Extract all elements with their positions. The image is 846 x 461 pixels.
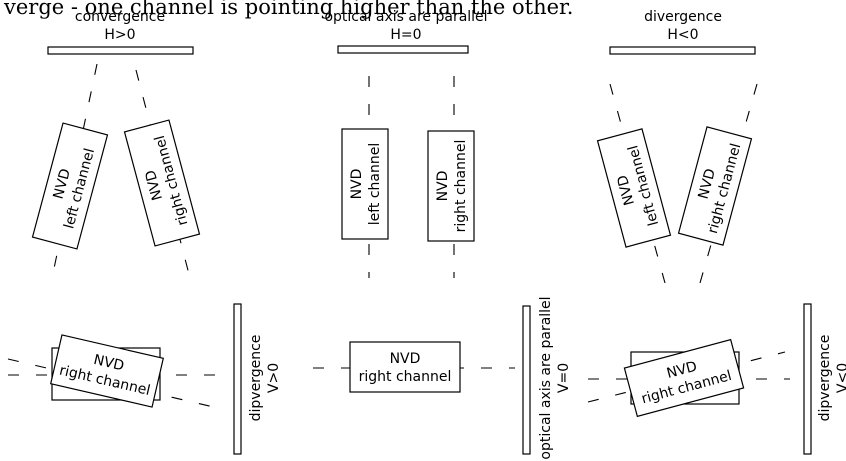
panel-title: optical axis are parallel [324,9,487,25]
svg-text:optical axis are parallel: optical axis are parallel [538,296,554,459]
svg-text:dipvergence: dipvergence [248,335,264,422]
screen-bar [47,46,194,55]
nvd-left-channel: NVD left channel [31,122,109,250]
optical-axis-right [699,83,758,284]
panel-dipvergence-positive: NVD right channel dipvergence V>0 [7,303,282,455]
svg-text:NVD: NVD [143,168,166,202]
optical-axis-tilted [587,351,786,403]
side-label: dipvergence V<0 [817,335,846,422]
svg-text:left channel: left channel [367,143,383,226]
svg-text:NVD: NVD [435,171,451,202]
screen-bar [609,46,756,55]
nvd-right-channel: NVD right channel [123,119,201,247]
svg-text:V=0: V=0 [556,363,572,393]
optical-axis-tilted [7,358,219,409]
panel-subtitle: H=0 [390,27,421,43]
screen-bar-vertical [233,303,242,455]
panel-convergence: convergence H>0 NVD left channel NVD rig… [31,9,201,279]
panel-vertical-parallel: NVD right channel optical axis are paral… [313,296,572,460]
svg-text:NVD: NVD [390,351,421,367]
panel-divergence: divergence H<0 NVD left channel NVD righ… [596,9,758,284]
panel-subtitle: H>0 [104,27,135,43]
svg-text:NVD: NVD [696,167,719,201]
panel-title: divergence [644,9,722,25]
optical-axis-right [135,69,191,279]
svg-text:NVD: NVD [349,169,365,200]
svg-text:dipvergence: dipvergence [817,335,833,422]
side-label: optical axis are parallel V=0 [538,296,572,459]
panel-title: convergence [75,9,165,25]
screen-bar [337,45,469,54]
svg-text:V>0: V>0 [266,363,282,393]
nvd-right-channel: NVD right channel [427,130,475,242]
nvd-right-channel: NVD right channel [349,341,461,393]
nvd-left-channel: NVD left channel [596,128,672,248]
screen-bar-vertical [522,305,531,455]
svg-text:right channel: right channel [359,369,452,385]
svg-text:NVD: NVD [51,167,74,201]
svg-text:right channel: right channel [453,140,469,233]
nvd-right-channel: NVD right channel [49,334,165,408]
optical-axis-left [51,63,98,279]
svg-text:NVD: NVD [615,173,638,207]
side-label: dipvergence V>0 [248,335,282,422]
nvd-right-channel: NVD right channel [677,126,753,246]
svg-text:NVD: NVD [92,352,126,375]
nvd-right-channel: NVD right channel [623,338,745,418]
nvd-left-channel: NVD left channel [341,128,389,240]
svg-text:V<0: V<0 [835,363,846,393]
panel-subtitle: H<0 [667,27,698,43]
header-text: verge - one channel is pointing higher t… [3,0,573,19]
screen-bar-vertical [803,303,812,455]
optical-axis-left [609,83,666,284]
svg-text:NVD: NVD [665,359,699,382]
panel-dipvergence-negative: NVD right channel dipvergence V<0 [587,303,846,455]
panel-parallel: optical axis are parallel H=0 NVD left c… [324,9,488,278]
